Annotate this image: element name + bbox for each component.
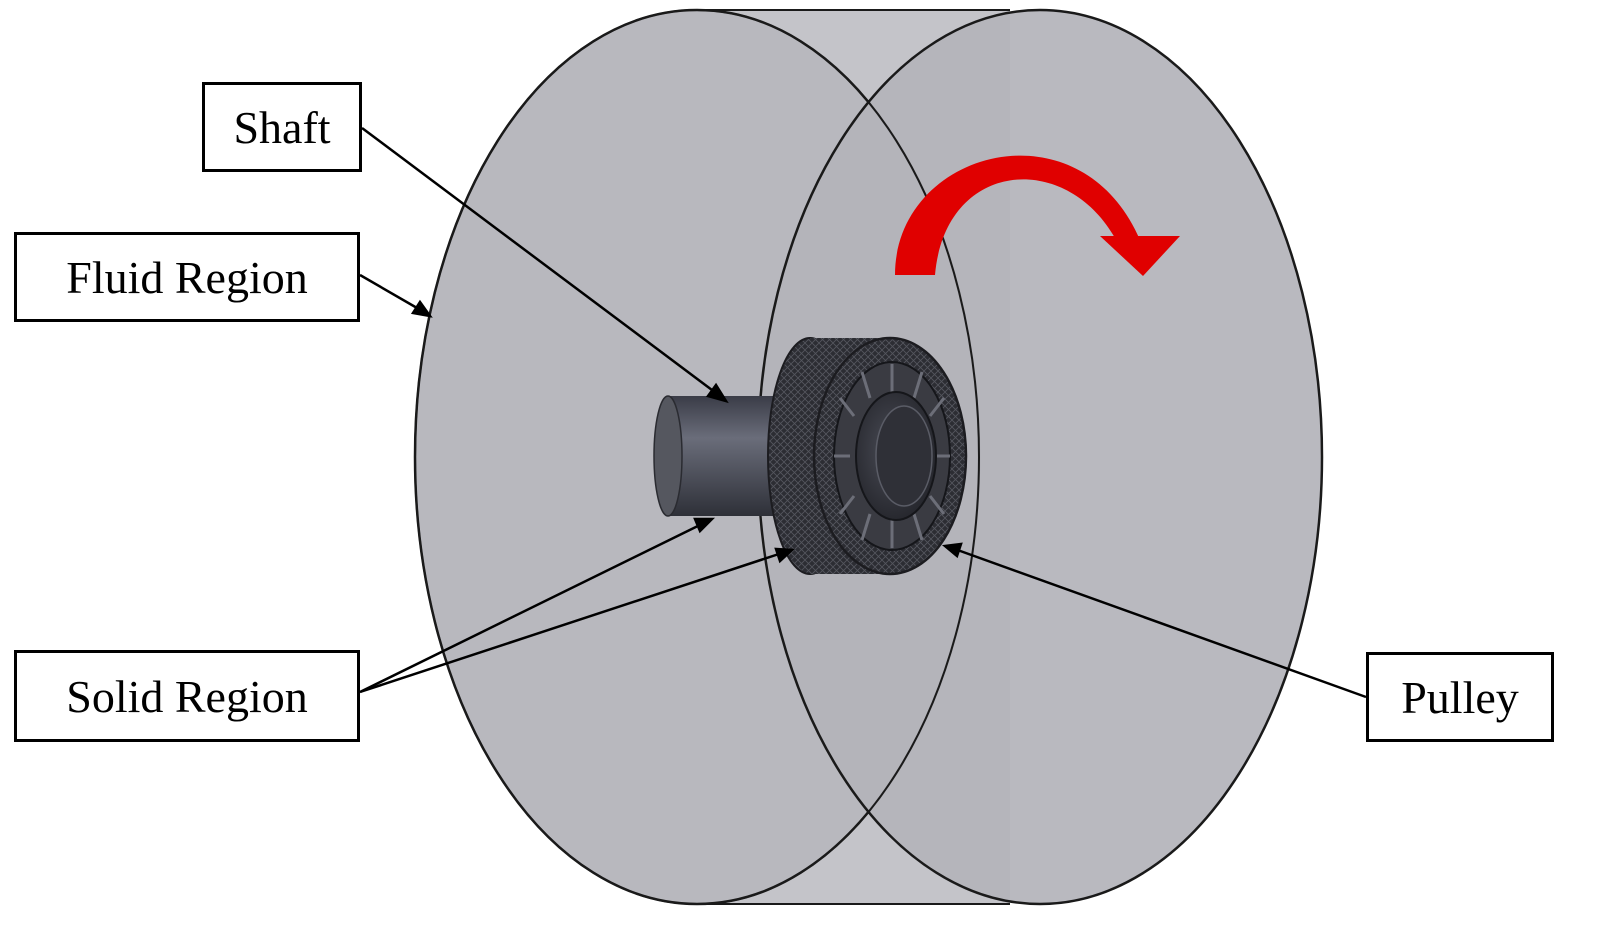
pulley-leader bbox=[951, 546, 1367, 699]
pulley-leader-arrowhead bbox=[941, 542, 963, 559]
solid-region-leader-shaft bbox=[359, 520, 707, 694]
pulley-label: Pulley bbox=[1366, 652, 1554, 742]
pulley-spokes bbox=[834, 364, 950, 548]
shaft-body bbox=[668, 396, 780, 516]
curved-rotation-arrow-icon bbox=[895, 155, 1180, 276]
leader-lines bbox=[359, 126, 1367, 699]
solid-region-leader-shaft-arrowhead bbox=[693, 517, 716, 534]
solid-region-label: Solid Region bbox=[14, 650, 360, 742]
solid-region-leader-pulley bbox=[359, 550, 786, 694]
fluid-region-back-face-outline bbox=[414, 9, 980, 905]
shaft-leader-arrowhead bbox=[705, 382, 729, 404]
pulley-hub-face bbox=[875, 405, 933, 507]
fluid-region-leader bbox=[359, 273, 425, 314]
shaft-label: Shaft bbox=[202, 82, 362, 172]
shaft bbox=[653, 395, 780, 517]
fluid-region-label: Fluid Region bbox=[14, 232, 360, 322]
pulley bbox=[767, 336, 968, 576]
shaft-end bbox=[653, 395, 683, 517]
shaft-leader bbox=[361, 126, 721, 398]
fluid-region-leader-arrowhead bbox=[410, 299, 433, 318]
solid-region-leader-pulley-arrowhead bbox=[774, 547, 796, 564]
